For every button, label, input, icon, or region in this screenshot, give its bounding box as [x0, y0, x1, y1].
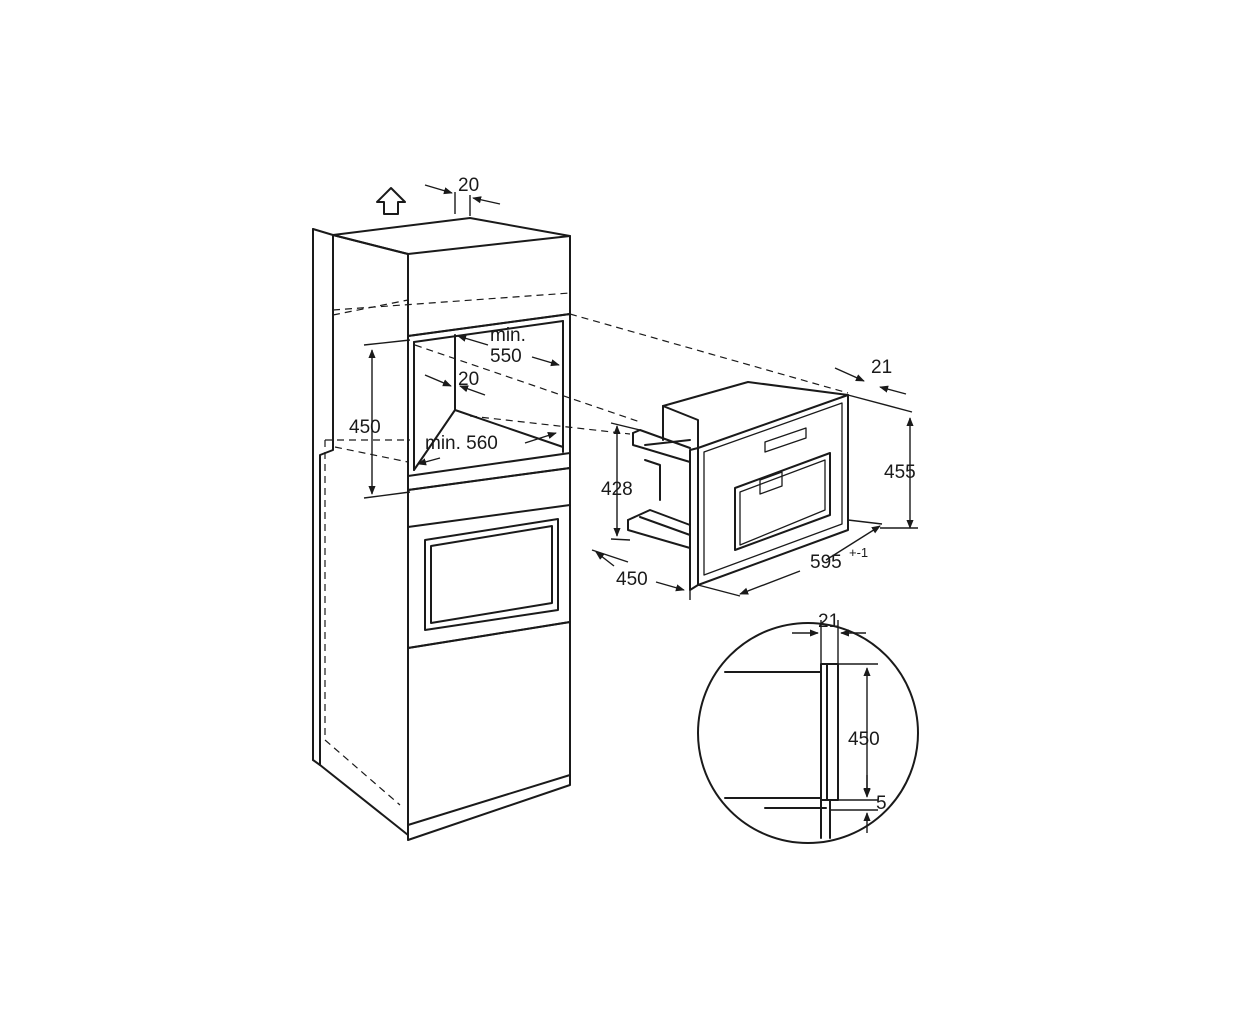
- detail-view: [697, 620, 919, 844]
- dim-label-appliance-depth: 450: [616, 569, 648, 590]
- up-arrow-outline-icon: [376, 187, 406, 215]
- oven-door-window-inner: [430, 525, 553, 624]
- machine-front-frame: [697, 394, 849, 586]
- dim-label-appliance-width: 595: [810, 552, 842, 573]
- cabinet-side-bottom: [312, 759, 321, 766]
- dispenser-recess-inner: [739, 459, 826, 546]
- machine-bottom-tray: [627, 509, 691, 526]
- machine-frame-inner: [703, 402, 843, 576]
- machine-bottom-tray-lip: [627, 519, 691, 549]
- projection-lines: [414, 313, 849, 435]
- machine-body-top: [662, 381, 849, 407]
- hidden-edge: [332, 292, 571, 311]
- dim-label-frame-thickness: 21: [871, 357, 892, 378]
- detail-frame: [820, 663, 839, 801]
- dimension-arrows: [363, 184, 918, 833]
- dim-label-detail-gap: 5: [876, 793, 887, 814]
- machine-display: [764, 427, 807, 453]
- coffee-machine: [627, 381, 849, 591]
- lower-drawer: [407, 621, 571, 826]
- coffee-spout: [759, 471, 783, 495]
- machine-top-tray-back: [644, 439, 691, 446]
- dispenser-recess: [734, 452, 831, 551]
- dim-label-detail-height: 450: [848, 729, 880, 750]
- machine-back-body: [644, 459, 661, 501]
- dim-label-niche-depth: 550: [490, 346, 522, 367]
- hidden-edge: [324, 440, 401, 806]
- dim-label-niche-height: 450: [349, 417, 381, 438]
- machine-body-top-front: [662, 405, 699, 449]
- niche-top-inner: [413, 320, 564, 343]
- cabinet-plinth: [407, 774, 571, 841]
- dimension-labels: 20 min. 550 20 450 min. 560 428 450 595 …: [349, 175, 916, 814]
- dim-label-appliance-height: 455: [884, 462, 916, 483]
- dim-label-appliance-front-height: 428: [601, 479, 633, 500]
- cabinet-side-panel: [312, 228, 409, 836]
- machine-top-tray: [632, 429, 691, 449]
- machine-frame-edge: [689, 447, 699, 591]
- oven-door-window: [424, 518, 559, 631]
- detail-circle: [697, 622, 919, 844]
- oven-control-strip: [407, 504, 571, 528]
- dim-label-appliance-width-tolerance: +-1: [849, 545, 868, 560]
- cabinet-top-box: [332, 217, 571, 255]
- dim-label-rear-gap: 20: [458, 369, 479, 390]
- dim-label-niche-width: min. 560: [425, 433, 498, 454]
- tall-cabinet: [312, 217, 571, 841]
- machine-top-tray-lip: [632, 432, 691, 463]
- dim-label-top-vent-gap: 20: [458, 175, 479, 196]
- dim-label-detail-frame-thickness: 21: [818, 611, 839, 632]
- machine-bottom-tray-inner: [639, 516, 691, 536]
- dim-label-niche-depth-prefix: min.: [490, 325, 526, 346]
